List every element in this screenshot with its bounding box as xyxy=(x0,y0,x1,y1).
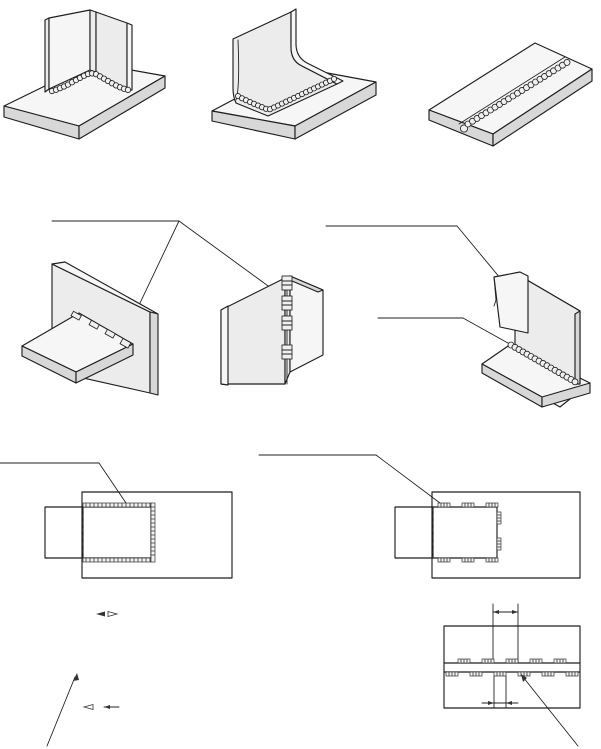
butt-weld-flat-plate-panel xyxy=(428,42,593,147)
shelf-plate-intermittent-panel xyxy=(21,261,159,396)
bent-plate-fillet-panel xyxy=(211,8,377,140)
t-joint-corner-fillet-panel xyxy=(3,9,166,140)
plan-view-continuous-panel xyxy=(0,462,233,579)
butt-weld-bead xyxy=(459,58,571,133)
intersecting-plates-intermittent-panel xyxy=(220,275,324,386)
staggered-lower-weld-segments xyxy=(445,671,579,677)
shelf-intermittent-weld-segments xyxy=(70,310,132,349)
staggered-intermittent-dimension-panel xyxy=(443,603,581,747)
plan-intermittent-weld-segments xyxy=(437,502,502,563)
symbol-arrows-panel xyxy=(46,610,120,747)
bracket-fillet-panel xyxy=(325,225,591,408)
bracket-fillet-weld-bead xyxy=(507,341,579,386)
bent-plate-fillet-weld-bead xyxy=(234,75,338,113)
corner-fillet-weld-bead xyxy=(48,70,132,95)
plan-continuous-weld-hatching xyxy=(82,502,156,563)
staggered-upper-weld-segments xyxy=(457,658,567,664)
plan-view-intermittent-panel xyxy=(258,454,581,579)
vertical-intermittent-weld-segments xyxy=(281,275,293,360)
